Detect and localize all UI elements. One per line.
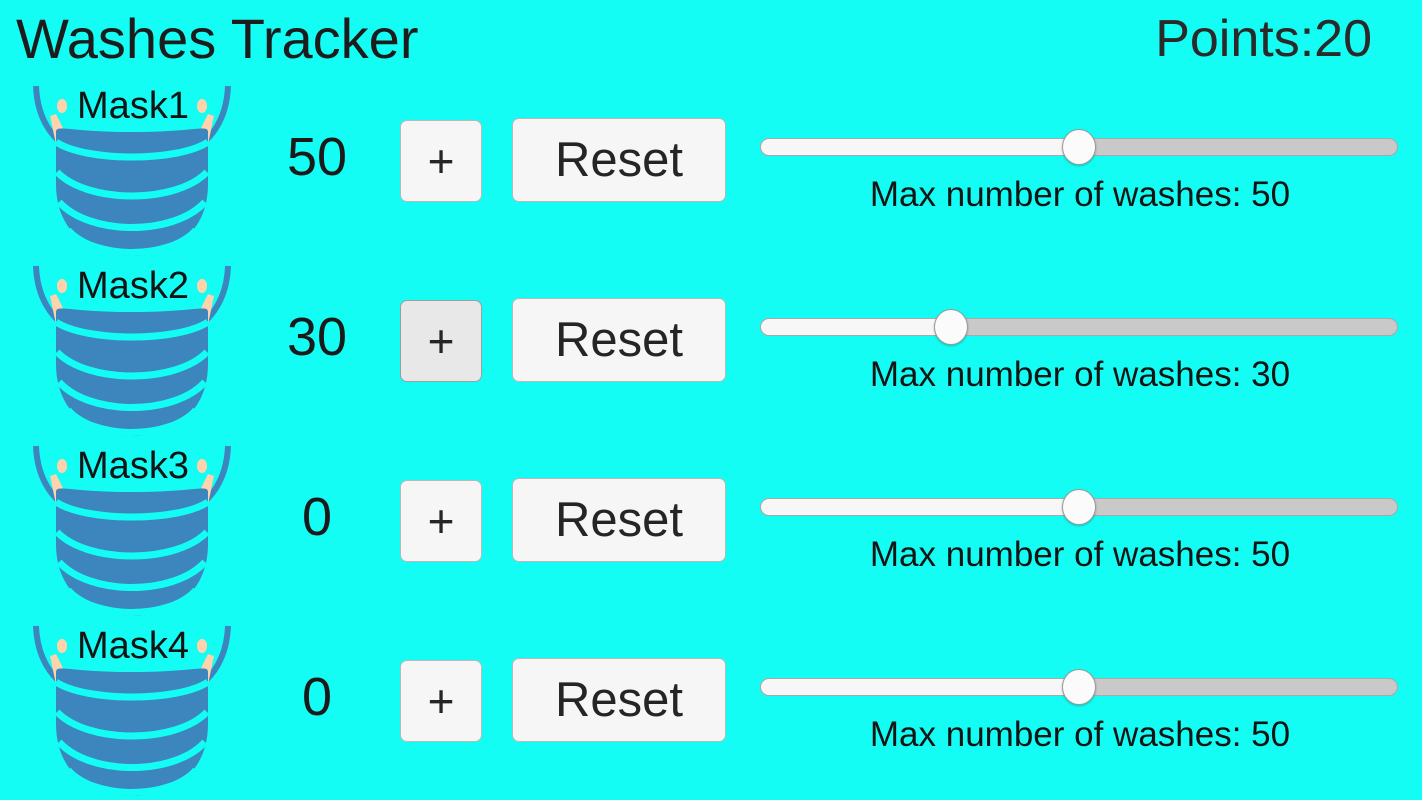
slider-thumb[interactable]	[1062, 489, 1096, 525]
slider-thumb[interactable]	[1062, 129, 1096, 165]
slider-caption: Max number of washes: 50	[869, 715, 1291, 754]
app-header: Washes Tracker Points:20	[0, 0, 1422, 78]
face-mask-icon	[33, 625, 231, 796]
max-washes-slider[interactable]	[760, 129, 1398, 165]
mask-name-label: Mask1	[77, 85, 189, 127]
mask-cell: Mask3	[8, 438, 258, 618]
wash-count: 0	[301, 487, 333, 547]
increment-button[interactable]: +	[400, 120, 482, 202]
mask-row: Mask4 0 + Reset Max number of washes: 50	[0, 618, 1422, 798]
slider-fill	[760, 678, 1079, 696]
page-title: Washes Tracker	[16, 7, 419, 70]
reset-button[interactable]: Reset	[512, 478, 726, 562]
max-washes-slider[interactable]	[760, 489, 1398, 525]
increment-button[interactable]: +	[400, 660, 482, 742]
slider-caption: Max number of washes: 50	[869, 535, 1291, 574]
max-washes-slider[interactable]	[760, 309, 1398, 345]
mask-cell: Mask4	[8, 618, 258, 798]
points-display: Points:20	[1155, 10, 1372, 68]
mask-row: Mask3 0 + Reset Max number of washes: 50	[0, 438, 1422, 618]
reset-button[interactable]: Reset	[512, 658, 726, 742]
wash-count: 30	[286, 307, 348, 367]
slider-cell: Max number of washes: 50	[758, 618, 1402, 798]
slider-fill	[760, 318, 952, 336]
face-mask-icon	[33, 265, 231, 436]
increment-button[interactable]: +	[400, 300, 482, 382]
mask-name-label: Mask3	[77, 445, 189, 487]
wash-count: 0	[301, 667, 333, 727]
slider-caption: Max number of washes: 30	[869, 355, 1291, 394]
increment-button[interactable]: +	[400, 480, 482, 562]
slider-thumb[interactable]	[1062, 669, 1096, 705]
wash-count: 50	[286, 127, 348, 187]
mask-row: Mask1 50 + Reset Max number of washes: 5…	[0, 78, 1422, 258]
mask-cell: Mask2	[8, 258, 258, 438]
max-washes-slider[interactable]	[760, 669, 1398, 705]
mask-cell: Mask1	[8, 78, 258, 258]
face-mask-icon	[33, 85, 231, 256]
slider-cell: Max number of washes: 50	[758, 78, 1402, 258]
slider-thumb[interactable]	[934, 309, 969, 345]
mask-name-label: Mask4	[77, 625, 189, 667]
slider-cell: Max number of washes: 50	[758, 438, 1402, 618]
slider-cell: Max number of washes: 30	[758, 258, 1402, 438]
slider-caption: Max number of washes: 50	[869, 175, 1291, 214]
mask-name-label: Mask2	[77, 265, 189, 307]
slider-fill	[760, 498, 1079, 516]
reset-button[interactable]: Reset	[512, 298, 726, 382]
face-mask-icon	[33, 445, 231, 616]
slider-fill	[760, 138, 1079, 156]
reset-button[interactable]: Reset	[512, 118, 726, 202]
mask-row: Mask2 30 + Reset Max number of washes: 3…	[0, 258, 1422, 438]
